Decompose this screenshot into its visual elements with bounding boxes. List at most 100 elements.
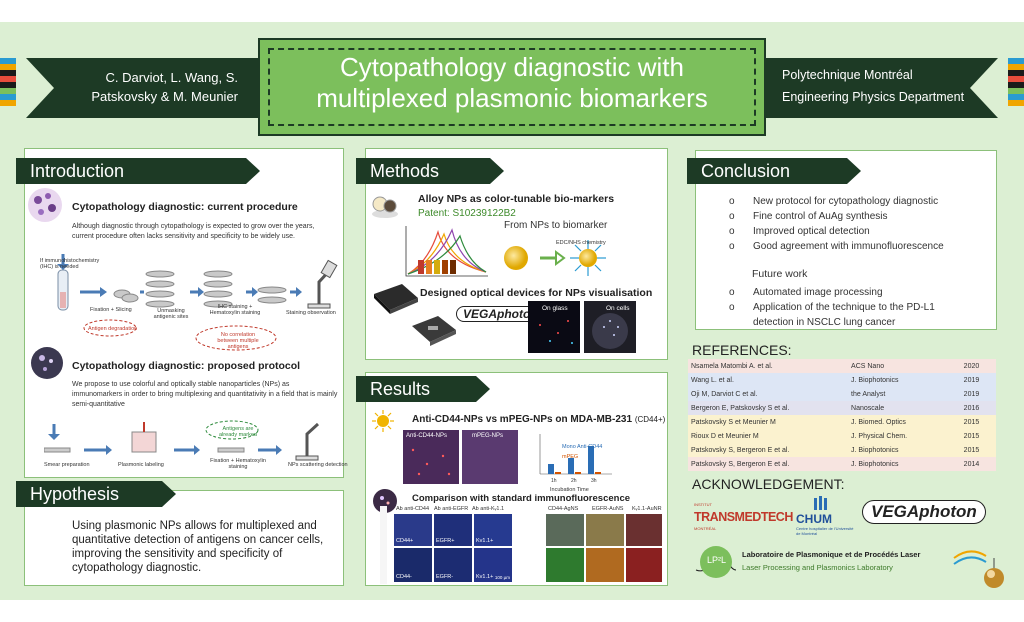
reference-year: 2016 <box>963 404 980 412</box>
legend-mono: Mono Anti-CD44 <box>562 444 603 450</box>
fixation-hema-label: Fixation + Hematoxylin staining <box>210 458 266 470</box>
transmedtech-logo: INSTITUT TRANSMEDTECH MONTRÉAL <box>694 502 793 531</box>
fluor-cell-b: EGFR+ <box>434 514 472 546</box>
row-label-strip <box>380 506 387 584</box>
future-item: Application of the technique to the PD-L… <box>729 300 969 330</box>
fixation-label: Fixation + Slicing <box>90 307 132 313</box>
references-heading: REFERENCES: <box>692 342 792 358</box>
results-heading: Results <box>356 376 490 402</box>
lp2l-text: LP²L <box>707 555 727 565</box>
immuno-comparison-subtitle: Comparison with standard immunofluoresce… <box>412 493 631 504</box>
np-to-biomarker-diagram <box>504 240 606 276</box>
already-marked-label: Antigens are already marked <box>219 426 257 438</box>
reference-year: 2019 <box>963 390 980 398</box>
col-head-3: CD44-AgNS <box>548 506 579 512</box>
future-work-title: Future work <box>752 268 808 280</box>
bar-mono <box>548 464 554 474</box>
optical-devices-subtitle: Designed optical devices for NPs visuali… <box>420 287 653 299</box>
intro-current-text: Although diagnostic through cytopatholog… <box>72 223 315 240</box>
x-tick-label: 3h <box>591 478 597 484</box>
left-banner <box>26 58 266 118</box>
col-head-5: Kᵥ1.1-AuNR <box>632 506 662 512</box>
reference-row: Bergeron E, Patskovsky S et al.Nanoscale… <box>688 401 996 415</box>
authors: C. Darviot, L. Wang, S. Patskovsky & M. … <box>91 70 238 104</box>
bar-mono <box>568 458 574 474</box>
legend-mpeg: mPEG <box>562 454 579 460</box>
patent-number: Patent: S10239122B2 <box>418 208 516 219</box>
col-head-2: Ab anti-Kᵥ1.1 <box>472 506 505 512</box>
col-head-0: Ab anti-CD44 <box>396 506 430 512</box>
reference-author: Oji M, Darviot C et al. <box>691 390 758 398</box>
future-item: Automated image processing <box>729 285 969 300</box>
reference-row: Rioux D et Meunier M J. Physical Chem. 201… <box>688 429 996 443</box>
reference-author: Rioux D et Meunier M <box>691 432 759 440</box>
intro-current-subtitle: Cytopathology diagnostic: current proced… <box>72 201 298 213</box>
current-procedure-diagram <box>57 254 338 351</box>
nanoparticle-cell-icon <box>373 489 397 513</box>
staining-observation-label: Staining observation <box>286 310 336 316</box>
optical-device-image <box>374 284 456 346</box>
affiliation: Polytechnique Montréal Engineering Physi… <box>782 68 965 104</box>
x-tick-label: 1h <box>551 478 557 484</box>
conclusion-list: New protocol for cytopathology diagnosti… <box>729 194 991 254</box>
smear-prep-label: Smear preparation <box>44 462 90 468</box>
fluor-cell-c: Kv1.1+ <box>474 514 512 546</box>
reference-journal: ACS Nano <box>851 362 885 370</box>
anti-cd44-image: Anti-CD44-NPs <box>403 430 459 484</box>
reference-author: Wang L. et al. <box>691 376 734 384</box>
unmasking-label: Unmasking antigenic sites <box>153 308 189 320</box>
bar-mono <box>588 446 594 474</box>
extinction-spectra-plot <box>398 222 492 284</box>
cell-image-icon <box>28 188 62 222</box>
fluor-cell-a: CD44+ <box>394 514 432 546</box>
reference-journal: J. Biophotonics <box>851 460 899 468</box>
reference-row: Patskovsky S, Bergeron E et al.J. Biopho… <box>688 443 996 457</box>
reference-journal: J. Biophotonics <box>851 446 899 454</box>
conclusion-heading: Conclusion <box>687 158 861 184</box>
cd44-subtitle: Anti-CD44-NPs vs mPEG-NPs on MDA-MB-231 … <box>412 414 666 425</box>
reference-year: 2020 <box>963 362 980 370</box>
hypothesis-heading: Hypothesis <box>16 481 176 507</box>
from-nps-label: From NPs to biomarker <box>504 220 608 231</box>
no-correlation-label: No correlation between multiple antigens <box>217 332 259 350</box>
methods-heading: Methods <box>356 158 504 184</box>
reference-journal: Nanoscale <box>851 404 885 412</box>
mpeg-image: mPEG-NPs <box>462 430 518 484</box>
np-cell-k <box>586 548 624 582</box>
conclusion-item: Good agreement with immunofluorescence <box>729 239 991 254</box>
nps-scattering-label: NPs scattering detection <box>288 462 348 468</box>
reference-year: 2014 <box>963 460 980 468</box>
on-glass-image: On glass <box>528 301 580 353</box>
x-tick-label: 2h <box>571 478 577 484</box>
fluor-cell-e: EGFR- <box>434 548 472 582</box>
reference-journal: J. Biomed. Optics <box>851 418 906 426</box>
edc-nhs-label: EDC/NHS chemistry <box>556 240 606 246</box>
conclusion-item: Improved optical detection <box>729 224 991 239</box>
lp2l-logo-icon <box>695 546 737 578</box>
reference-journal: J. Physical Chem. <box>851 432 908 440</box>
intro-proposed-subtitle: Cytopathology diagnostic: proposed proto… <box>72 360 301 372</box>
np-cell-g <box>546 514 584 546</box>
antigen-degradation-label: Antigen degradation <box>88 326 138 332</box>
right-banner <box>758 58 998 118</box>
title-box: Cytopathology diagnostic with multiplexe… <box>258 38 766 136</box>
col-head-4: EGFR-AuNS <box>592 506 624 512</box>
alloy-nps-subtitle: Alloy NPs as color-tunable bio-markers <box>418 193 615 205</box>
nanoparticle-vials-icon <box>372 196 398 218</box>
ihc-staining-label: IHC staining + Hematoxylin staining <box>209 304 261 316</box>
col-head-1: Ab anti-EGFR <box>434 506 469 512</box>
reference-year: 2015 <box>963 432 980 440</box>
proposed-protocol-diagram <box>44 420 320 461</box>
future-work-list: Automated image processing Application o… <box>729 285 969 330</box>
sun-nanoparticle-icon <box>372 410 394 432</box>
reference-row: Patskovsky S, Bergeron E et al.J. Biopho… <box>688 457 996 471</box>
conclusion-item: New protocol for cytopathology diagnosti… <box>729 194 991 209</box>
reference-author: Patskovsky S et Meunier M <box>691 418 776 426</box>
conclusion-item: Fine control of AuAg synthesis <box>729 209 991 224</box>
reference-year: 2019 <box>963 376 980 384</box>
nanoparticle-3d-icon <box>953 550 1004 588</box>
fluor-cell-d: CD44- <box>394 548 432 582</box>
